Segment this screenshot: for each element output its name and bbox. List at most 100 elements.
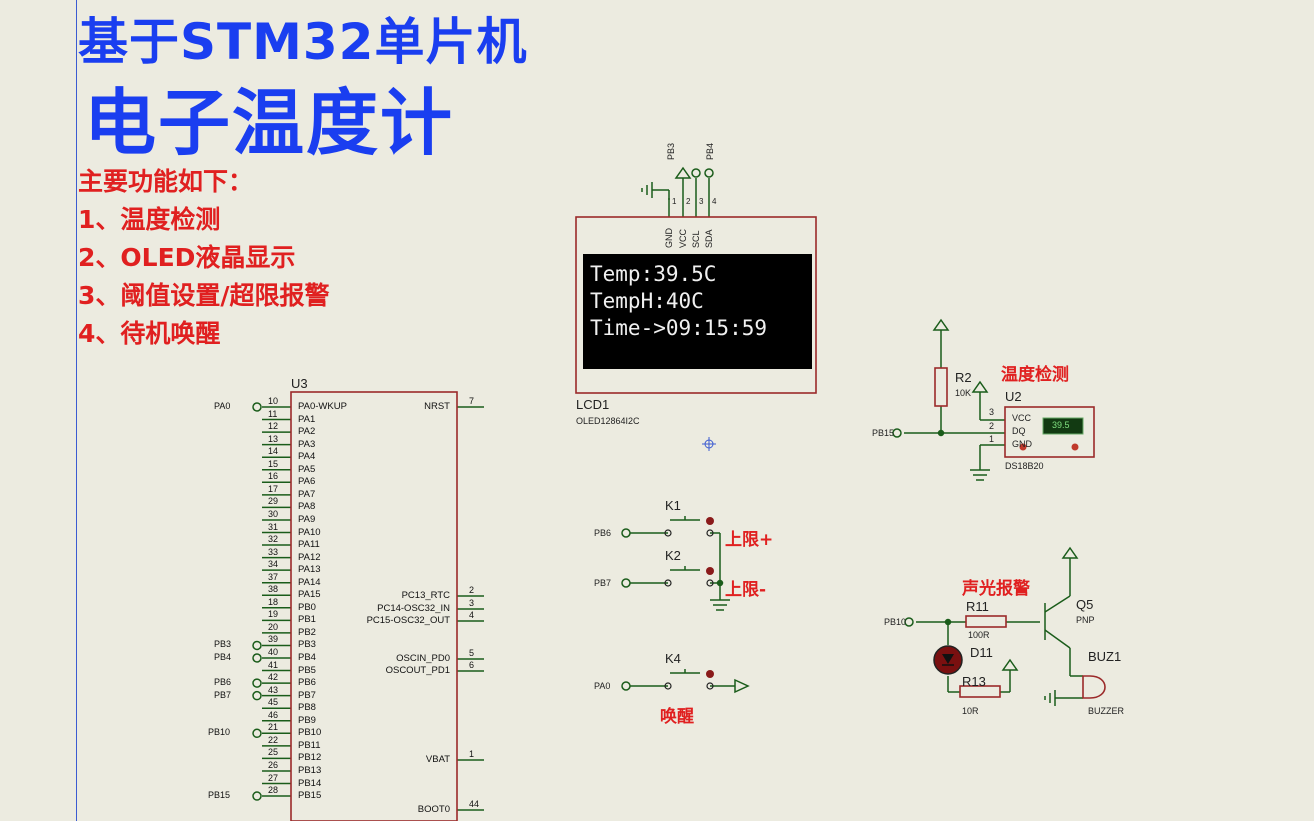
mcu-pin-number: 42 [268, 672, 279, 683]
mcu-pin-number: 15 [268, 458, 279, 469]
mcu-pin-pa10: PA10 [298, 526, 321, 538]
lcd-ref: LCD1 [576, 397, 610, 412]
mcu-pin-pb13: PB13 [298, 764, 322, 776]
feature-item: 2、OLED液晶显示 [78, 243, 296, 272]
mcu-pin-pa2: PA2 [298, 426, 316, 438]
u2-part: DS18B20 [1005, 461, 1044, 471]
sensor-net: PB15 [872, 428, 895, 438]
r11-value: 100R [968, 630, 990, 640]
mcu-pin-number: 11 [268, 408, 278, 419]
feature-item: 3、阈值设置/超限报警 [78, 281, 330, 310]
lcd-pin-num: 3 [699, 197, 704, 206]
mcu-pin-number: 29 [268, 496, 279, 507]
mcu-net-label: PB4 [214, 652, 232, 662]
mcu-pin-number: 34 [268, 559, 279, 570]
lcd-pin-num: 1 [672, 197, 677, 206]
sensor-label: 温度检测 [1001, 365, 1069, 385]
mcu-net-label: PB3 [214, 639, 232, 650]
mcu-pin-number: 6 [469, 660, 475, 670]
u2-pin-num: 3 [989, 407, 995, 417]
mcu-pin-pa6: PA6 [298, 476, 316, 488]
mcu-pin-number: 10 [268, 396, 279, 406]
mcu-pin-pa15: PA15 [298, 589, 321, 601]
u2-pin-vcc: VCC [1012, 413, 1032, 423]
k1-net: PB6 [594, 528, 612, 538]
mcu-pin-pb0: PB0 [298, 601, 316, 613]
mcu-pin-pb9: PB9 [298, 714, 316, 726]
mcu-pin-number: 44 [469, 799, 480, 809]
r13-value: 10R [962, 706, 979, 716]
r11-ref: R11 [966, 599, 989, 614]
mcu-pin-number: 5 [469, 648, 475, 658]
mcu-pin-number: 38 [268, 584, 279, 595]
k2-label: 上限- [725, 580, 767, 600]
mcu-pin-number: 28 [268, 785, 279, 796]
mcu-pin-number: 30 [268, 508, 279, 519]
mcu-ref: U3 [291, 376, 308, 391]
mcu-pin-oscin_pd0: OSCIN_PD0 [396, 653, 450, 664]
mcu-pin-number: 14 [268, 446, 279, 457]
mcu-pin-number: 2 [469, 585, 475, 595]
mcu-pin-number: 12 [268, 421, 279, 432]
mcu-pin-pa12: PA12 [298, 551, 321, 563]
mcu-pin-pa1: PA1 [298, 413, 316, 425]
sensor-reading: 39.5 [1052, 420, 1070, 430]
mcu-pin-pb4: PB4 [298, 652, 316, 663]
schematic-title: 基于STM32单片机 [78, 13, 528, 71]
r2-ref: R2 [955, 370, 972, 385]
mcu-pin-number: 13 [268, 433, 279, 444]
mcu-pin-pb8: PB8 [298, 702, 316, 714]
u2-ref: U2 [1005, 389, 1022, 404]
feature-item: 4、待机唤醒 [78, 319, 221, 348]
mcu-pin-number: 16 [268, 471, 279, 482]
u2-pin-dq: DQ [1012, 426, 1026, 436]
lcd-pin-gnd: GND [664, 228, 674, 248]
k1-label: 上限+ [725, 530, 774, 550]
mcu-pin-number: 43 [268, 684, 279, 695]
mcu-pin-pc15-osc32_out: PC15-OSC32_OUT [366, 615, 450, 626]
mcu-pin-pb5: PB5 [298, 664, 316, 676]
mcu-pin-pa14: PA14 [298, 576, 321, 588]
u2-pin-num: 2 [989, 421, 995, 431]
buz1-ref: BUZ1 [1088, 649, 1122, 664]
mcu-pin-pa9: PA9 [298, 513, 316, 525]
mcu-pin-pb10: PB10 [298, 727, 322, 739]
mcu-pin-pa0-wkup: PA0-WKUP [298, 401, 347, 412]
lcd-pin-num: 2 [686, 197, 691, 206]
k4-net: PA0 [594, 681, 611, 691]
mcu-pin-number: 7 [469, 396, 475, 406]
lcd-pin-num: 4 [712, 197, 717, 206]
alarm-net: PB10 [884, 617, 907, 627]
alarm-label: 声光报警 [962, 579, 1030, 599]
mcu-pin-number: 22 [268, 734, 279, 745]
mcu-pin-number: 32 [268, 534, 279, 545]
k2-ref: K2 [665, 548, 681, 563]
oled-line-temph: TempH:40C [590, 289, 704, 313]
mcu-pin-number: 18 [268, 596, 279, 607]
mcu-pin-number: 1 [469, 749, 475, 759]
feature-heading: 主要功能如下： [78, 167, 254, 196]
mcu-pin-pa5: PA5 [298, 463, 316, 475]
oled-line-time: Time->09:15:59 [590, 316, 768, 340]
k4-ref: K4 [665, 651, 681, 666]
mcu-pin-pb6: PB6 [298, 677, 316, 689]
lcd-pin-scl: SCL [691, 230, 701, 248]
u2-pin-gnd: GND [1012, 439, 1032, 449]
mcu-pin-pb12: PB12 [298, 752, 322, 764]
mcu-pin-pb1: PB1 [298, 614, 316, 626]
mcu-pin-number: 3 [469, 598, 475, 608]
mcu-pin-number: 25 [268, 747, 279, 758]
mcu-net-label: PB6 [214, 677, 232, 688]
oled-line-temp: Temp:39.5C [590, 262, 717, 286]
d11-ref: D11 [970, 645, 993, 660]
r2-value: 10K [955, 388, 972, 398]
mcu-pin-pb3: PB3 [298, 639, 316, 651]
lcd-net-pb4: PB4 [705, 142, 715, 160]
mcu-pin-pc13_rtc: PC13_RTC [401, 590, 450, 601]
mcu-net-label: PB7 [214, 689, 232, 700]
lcd-pin-vcc: VCC [678, 228, 688, 248]
mcu-pin-pa13: PA13 [298, 564, 321, 576]
buz1-part: BUZZER [1088, 706, 1124, 716]
mcu-pin-pa4: PA4 [298, 451, 316, 463]
